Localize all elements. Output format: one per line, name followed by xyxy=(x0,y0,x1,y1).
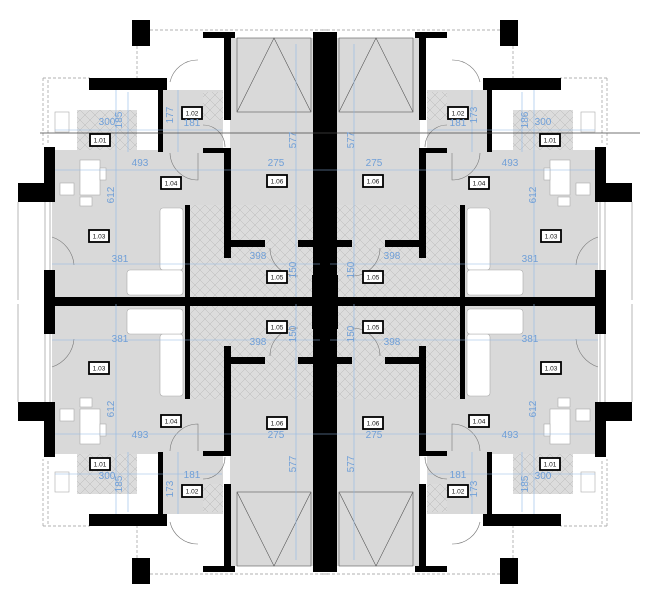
dimension-label: 612 xyxy=(528,400,539,417)
room-tag-box xyxy=(160,414,182,428)
dimension-label: 398 xyxy=(250,337,267,348)
room-tag-box xyxy=(539,457,561,471)
room-label: 1.06 xyxy=(367,420,380,427)
room-label: 1.06 xyxy=(271,420,284,427)
room-label: 1.05 xyxy=(367,274,380,281)
room-tag-box xyxy=(266,320,288,334)
room-label: 1.01 xyxy=(94,137,107,144)
dimension-label: 493 xyxy=(502,158,519,169)
room-tag-box xyxy=(181,106,203,120)
room-tag-box xyxy=(89,133,111,147)
room-tag-box xyxy=(540,361,562,375)
dimension-label: 493 xyxy=(132,158,149,169)
dimension-label: 300 xyxy=(99,471,116,482)
room-label: 1.03 xyxy=(93,365,106,372)
room-tag-box xyxy=(468,414,490,428)
room-tag-box xyxy=(88,361,110,375)
dimension-label: 577 xyxy=(346,131,357,148)
room-tag-box xyxy=(266,416,288,430)
dimension-label: 381 xyxy=(522,334,539,345)
dimension-label: 398 xyxy=(384,251,401,262)
dimension-label: 381 xyxy=(522,254,539,265)
dimension-label: 398 xyxy=(384,337,401,348)
dimension-label: 150 xyxy=(346,261,357,278)
dimension-label: 185 xyxy=(114,111,125,128)
room-label: 1.04 xyxy=(165,418,178,425)
dimension-label: 185 xyxy=(114,475,125,492)
dimension-label: 300 xyxy=(535,117,552,128)
room-label: 1.06 xyxy=(271,178,284,185)
room-label: 1.03 xyxy=(93,233,106,240)
dimension-label: 381 xyxy=(112,334,129,345)
dimension-label: 173 xyxy=(469,106,480,123)
room-tag-box xyxy=(362,416,384,430)
room-tag-box xyxy=(447,106,469,120)
dimension-label: 300 xyxy=(99,117,116,128)
dimension-label: 493 xyxy=(502,430,519,441)
dimension-label: 181 xyxy=(184,470,201,481)
dimension-label: 493 xyxy=(132,430,149,441)
dimension-label: 577 xyxy=(288,455,299,472)
dimension-label: 150 xyxy=(288,325,299,342)
room-tag-box xyxy=(160,176,182,190)
room-label: 1.03 xyxy=(545,233,558,240)
dimension-label: 181 xyxy=(184,118,201,129)
dimension-label: 150 xyxy=(346,325,357,342)
dimension-label: 150 xyxy=(288,261,299,278)
dimension-label: 173 xyxy=(469,480,480,497)
room-tag-box xyxy=(447,484,469,498)
dimension-label: 185 xyxy=(520,475,531,492)
dimension-label: 181 xyxy=(450,470,467,481)
room-label: 1.02 xyxy=(186,110,199,117)
dimension-label: 577 xyxy=(346,455,357,472)
room-tag-box xyxy=(362,320,384,334)
dimension-label: 186 xyxy=(520,111,531,128)
room-label: 1.05 xyxy=(271,274,284,281)
room-label: 1.06 xyxy=(367,178,380,185)
dimension-label: 275 xyxy=(268,430,285,441)
room-label: 1.03 xyxy=(545,365,558,372)
room-label: 1.01 xyxy=(544,461,557,468)
dimension-label: 381 xyxy=(112,254,129,265)
room-label: 1.02 xyxy=(452,110,465,117)
room-label: 1.05 xyxy=(367,324,380,331)
room-tag-box xyxy=(181,484,203,498)
room-tag-box xyxy=(540,229,562,243)
room-tag-box xyxy=(362,174,384,188)
room-tag-box xyxy=(362,270,384,284)
room-label: 1.01 xyxy=(94,461,107,468)
room-label: 1.04 xyxy=(165,180,178,187)
dimension-label: 181 xyxy=(450,118,467,129)
room-tag-box xyxy=(88,229,110,243)
room-tag-box xyxy=(89,457,111,471)
dimension-label: 173 xyxy=(165,480,176,497)
room-tag-box xyxy=(266,270,288,284)
room-label: 1.02 xyxy=(452,488,465,495)
room-label: 1.02 xyxy=(186,488,199,495)
room-label: 1.04 xyxy=(473,180,486,187)
dimension-label: 275 xyxy=(366,158,383,169)
dimension-label: 177 xyxy=(165,106,176,123)
dimension-label: 275 xyxy=(268,158,285,169)
dimension-label: 398 xyxy=(250,251,267,262)
room-tag-box xyxy=(539,133,561,147)
room-label: 1.04 xyxy=(473,418,486,425)
room-label: 1.01 xyxy=(544,137,557,144)
room-tag-box xyxy=(266,174,288,188)
dimension-label: 612 xyxy=(528,186,539,203)
room-tag-box xyxy=(468,176,490,190)
dimension-label: 300 xyxy=(535,471,552,482)
room-label: 1.05 xyxy=(271,324,284,331)
dimension-label: 577 xyxy=(288,131,299,148)
dimension-label: 612 xyxy=(106,400,117,417)
dimension-label: 612 xyxy=(106,186,117,203)
dimension-label: 275 xyxy=(366,430,383,441)
